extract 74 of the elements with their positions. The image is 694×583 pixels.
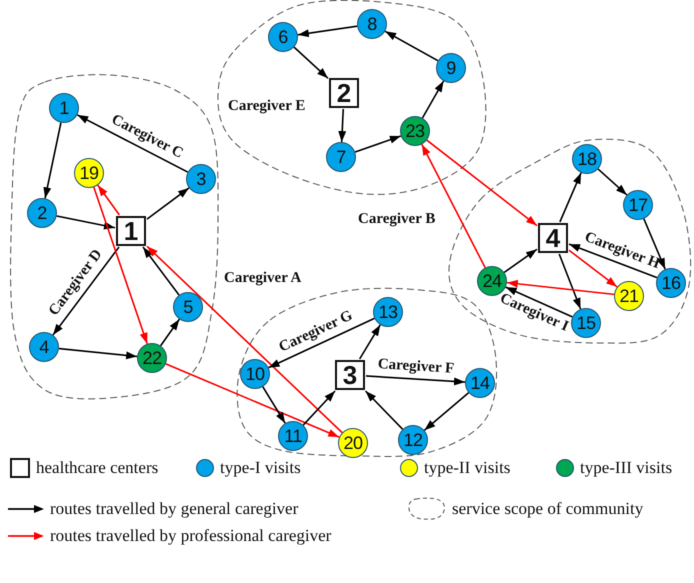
edge-label: Caregiver F [378,357,455,377]
visit-circle: 14 [465,368,495,398]
legend-label: routes travelled by general caregiver [50,499,298,519]
visit-circle: 21 [614,281,644,311]
route-arrow [366,375,466,386]
healthcare-center-box: 1 [116,216,146,246]
caregiver-label: Caregiver A [224,270,302,286]
visit-circle: 1 [49,93,79,123]
route-arrow [558,254,582,310]
route-arrow [52,246,120,336]
legend-label: routes travelled by professional caregiver [50,526,332,546]
route-arrow [568,250,618,288]
visit-circle: 13 [373,297,403,327]
route-arrow [598,168,628,196]
route-arrow [166,363,340,438]
route-arrow [142,246,180,296]
visit-circle: 9 [436,53,466,83]
route-arrow [424,392,470,431]
route-arrow [354,135,402,153]
route-arrow [358,324,381,360]
healthcare-center-box: 4 [538,223,568,253]
visit-circle: 5 [173,292,203,322]
route-arrow [302,390,336,426]
caregiver-label: Caregiver E [228,98,306,114]
route-arrow [58,348,138,360]
route-arrow [504,248,538,274]
route-arrow [146,187,190,220]
route-arrow [422,80,444,118]
route-arrow [93,186,148,344]
route-arrow [76,114,188,173]
route-arrow [643,218,666,270]
route-arrow [268,318,375,368]
visit-circle: 2 [27,198,57,228]
route-arrow [262,386,286,424]
visit-circle: 23 [400,116,430,146]
healthcare-center-box: 2 [329,78,359,108]
legend-label: service scope of community [452,499,644,519]
visit-circle: 15 [571,308,601,338]
visit-circle: 18 [572,144,602,174]
visit-circle: 20 [338,428,368,458]
legend-label: type-III visits [580,458,672,478]
visit-circle: 12 [398,425,428,455]
route-arrow [426,140,538,226]
route-arrow [559,172,582,222]
route-arrow [421,144,486,268]
route-arrow [97,184,120,216]
legend-label: type-I visits [220,458,301,478]
legend-label: healthcare centers [36,458,158,478]
route-arrow [56,215,116,230]
visit-circle: 19 [74,158,104,188]
visit-circle: 11 [278,421,308,451]
visit-circle: 8 [357,9,387,39]
visit-circle: 10 [240,359,270,389]
route-arrow [160,318,180,346]
route-arrow [298,25,358,38]
visit-circle: 4 [29,332,59,362]
route-arrow [146,246,343,434]
route-arrow [43,122,62,198]
visit-circle: 22 [137,343,167,373]
visit-circle: 16 [656,268,686,298]
route-arrow [338,108,346,142]
visit-circle: 17 [623,190,653,220]
route-arrow [364,390,404,430]
route-arrow [506,280,614,296]
visit-circle: 7 [326,142,356,172]
visit-circle: 6 [268,22,298,52]
legend-label: type-II visits [424,458,510,478]
route-arrow [294,46,329,79]
visit-circle: 3 [186,164,216,194]
route-arrow [568,243,658,278]
healthcare-center-box: 3 [335,360,365,390]
route-arrow [384,30,438,62]
caregiver-label: Caregiver B [358,211,436,228]
route-arrow [505,286,573,318]
